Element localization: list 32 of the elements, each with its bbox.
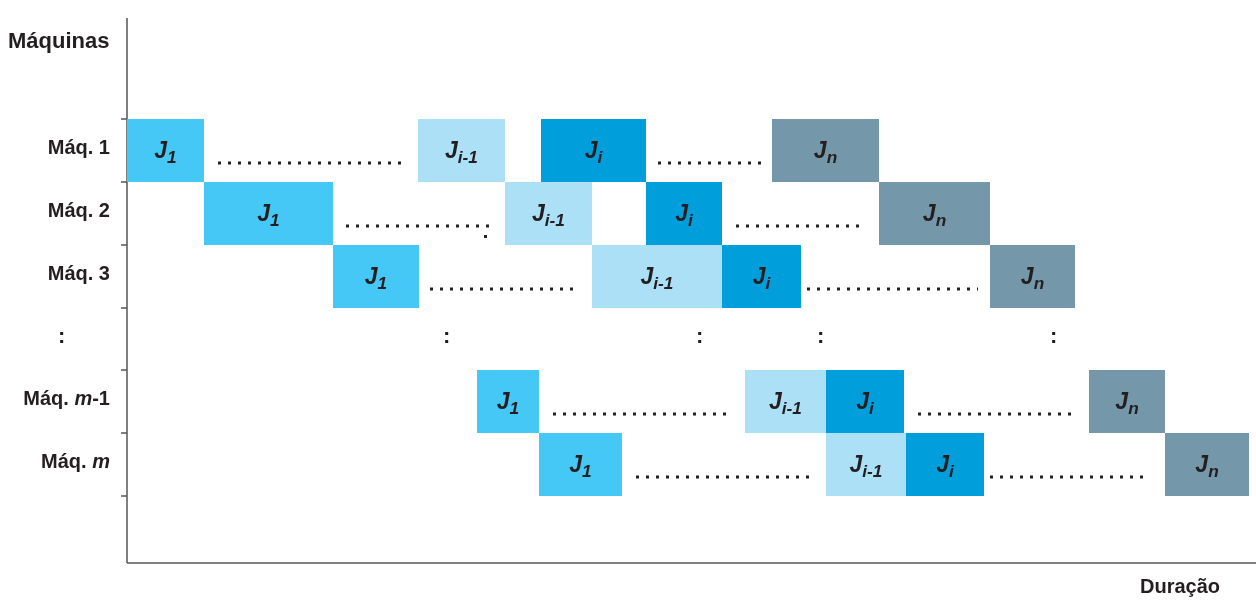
task-block: J$_{1}$	[539, 433, 622, 496]
ellipsis-mark: :	[696, 325, 704, 347]
task-block: J$_{1}$	[204, 182, 333, 245]
task-block: J$_{i-1}$	[592, 245, 722, 308]
task-block: J$_{n}$	[990, 245, 1075, 308]
row-label: Máq. m	[40, 451, 110, 471]
row-label: Máq. m-1	[22, 388, 110, 408]
task-block: J$_{i}$	[646, 182, 722, 245]
task-block: J$_{i}$	[906, 433, 984, 496]
ellipsis-mark: :	[443, 325, 451, 347]
task-block: J$_{i}$	[541, 119, 646, 182]
task-block: J$_{n}$	[772, 119, 879, 182]
task-block: J$_{i-1}$	[418, 119, 505, 182]
axis-title: Máquinas	[8, 30, 110, 52]
task-block: J$_{1}$	[477, 370, 539, 433]
task-block: J$_{i-1}$	[745, 370, 826, 433]
ellipsis-mark: :	[1050, 325, 1058, 347]
task-block: J$_{n}$	[1089, 370, 1165, 433]
ellipsis-mark: :	[817, 325, 825, 347]
axis-title: Duração	[1140, 576, 1221, 596]
task-block: J$_{n}$	[879, 182, 990, 245]
row-label: Máq. 3	[46, 263, 110, 283]
task-block: J$_{n}$	[1165, 433, 1249, 496]
ellipsis-mark: :	[58, 325, 66, 347]
task-block: J$_{i-1}$	[826, 433, 906, 496]
task-block: J$_{1}$	[333, 245, 419, 308]
task-block: J$_{i-1}$	[505, 182, 592, 245]
task-block: J$_{i}$	[722, 245, 801, 308]
task-block: J$_{i}$	[826, 370, 904, 433]
task-block: J$_{1}$	[127, 119, 204, 182]
row-label: Máq. 2	[46, 200, 110, 220]
row-label: Máq. 1	[46, 137, 110, 157]
